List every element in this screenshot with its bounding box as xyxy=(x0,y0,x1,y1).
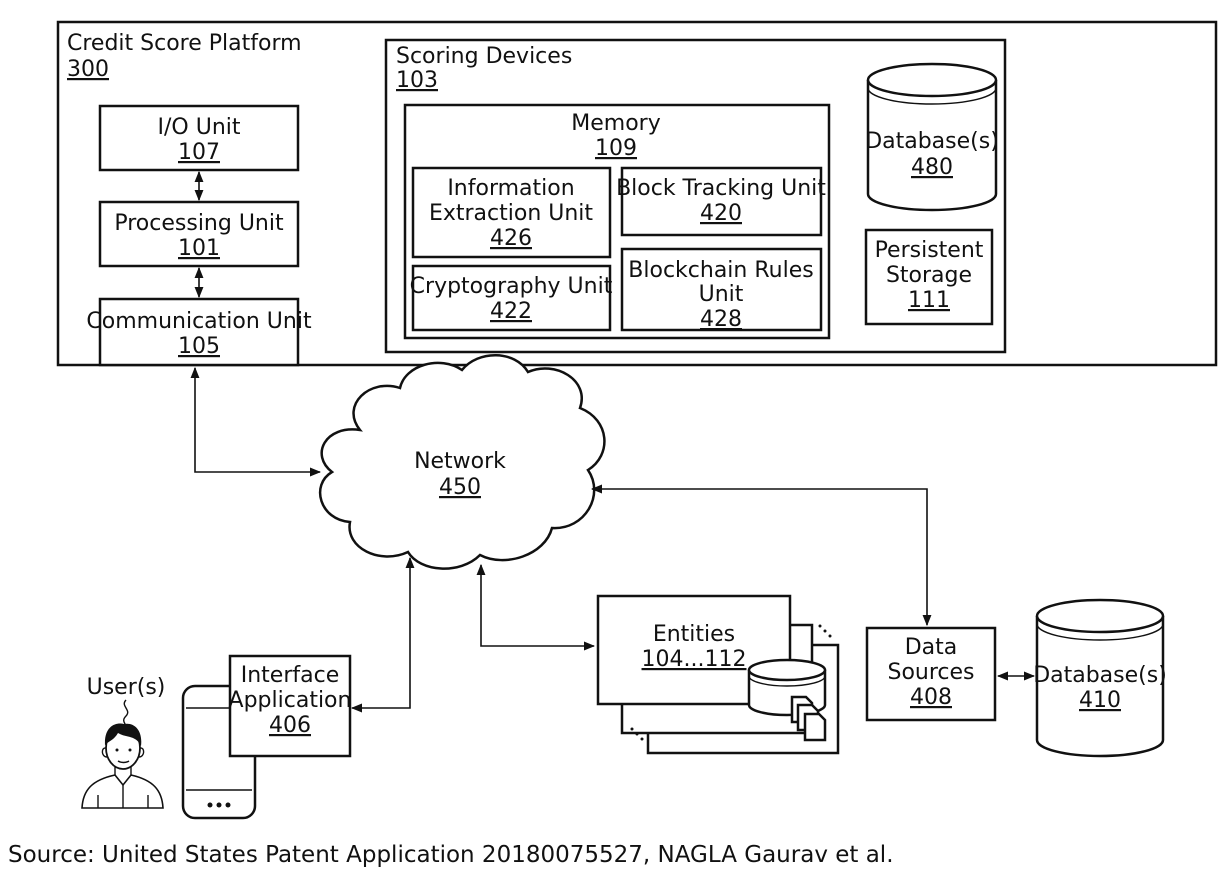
blockchain-rules-line1: Blockchain Rules xyxy=(628,258,813,283)
block-tracking-unit-box: Block Tracking Unit 420 xyxy=(616,166,826,237)
processing-unit-title: Processing Unit xyxy=(114,211,284,236)
data-sources-ref: 408 xyxy=(910,685,952,710)
user-person-icon xyxy=(81,699,164,809)
blockchain-rules-line2: Unit xyxy=(699,282,744,307)
data-sources-line2: Sources xyxy=(887,660,974,685)
io-unit-title: I/O Unit xyxy=(158,115,241,140)
scoring-devices-title: Scoring Devices xyxy=(396,44,572,69)
database-410-title: Database(s) xyxy=(1033,663,1167,688)
entities-stack: Entities 104...112 xyxy=(596,594,840,755)
users-label: User(s) xyxy=(87,675,166,700)
interface-application-line1: Interface xyxy=(241,663,340,688)
ellipsis-icon xyxy=(630,624,832,741)
information-extraction-line1: Information xyxy=(447,176,574,201)
blockchain-rules-ref: 428 xyxy=(700,307,742,332)
processing-unit-ref: 101 xyxy=(178,236,220,261)
communication-unit-title: Communication Unit xyxy=(86,309,312,334)
network-datasources-connector xyxy=(590,484,932,627)
data-sources-box: Data Sources 408 xyxy=(865,626,997,722)
interface-application-line2: Application xyxy=(229,688,352,713)
scoring-devices-ref: 103 xyxy=(396,68,438,93)
communication-unit-ref: 105 xyxy=(178,334,220,359)
entities-title: Entities xyxy=(653,622,735,647)
interface-application-ref: 406 xyxy=(269,713,311,738)
communication-unit-box: Communication Unit 105 xyxy=(86,297,312,367)
entities-ref: 104...112 xyxy=(642,647,747,672)
memory-title: Memory xyxy=(571,111,660,136)
information-extraction-unit-box: Information Extraction Unit 426 xyxy=(411,166,612,259)
information-extraction-ref: 426 xyxy=(490,226,532,251)
block-tracking-ref: 420 xyxy=(700,201,742,226)
network-ref: 450 xyxy=(439,475,481,500)
network-entities-connector xyxy=(476,563,596,651)
data-sources-line1: Data xyxy=(905,635,958,660)
persistent-storage-line1: Persistent xyxy=(875,238,984,263)
persistent-storage-box: Persistent Storage 111 xyxy=(864,228,994,326)
information-extraction-line2: Extraction Unit xyxy=(429,201,593,226)
database-480-ref: 480 xyxy=(911,155,953,180)
communication-network-connector xyxy=(190,366,322,477)
database-480-cylinder: Database(s) 480 xyxy=(865,62,999,212)
network-title: Network xyxy=(414,449,506,474)
persistent-storage-line2: Storage xyxy=(886,263,972,288)
network-cloud: Network 450 xyxy=(318,354,606,570)
source-caption: Source: United States Patent Application… xyxy=(8,842,894,868)
processing-unit-box: Processing Unit 101 xyxy=(98,200,300,268)
io-unit-ref: 107 xyxy=(178,140,220,165)
database-410-ref: 410 xyxy=(1079,688,1121,713)
database-410-cylinder: Database(s) 410 xyxy=(1033,598,1167,758)
network-interface-connector xyxy=(350,556,415,713)
cryptography-title: Cryptography Unit xyxy=(410,274,613,299)
platform-title: Credit Score Platform xyxy=(67,31,302,56)
block-tracking-title: Block Tracking Unit xyxy=(616,176,826,201)
cryptography-ref: 422 xyxy=(490,299,532,324)
io-unit-box: I/O Unit 107 xyxy=(98,104,300,172)
cryptography-unit-box: Cryptography Unit 422 xyxy=(410,264,613,332)
persistent-storage-ref: 111 xyxy=(908,288,950,313)
interface-application-box: Interface Application 406 xyxy=(229,654,352,758)
blockchain-rules-unit-box: Blockchain Rules Unit 428 xyxy=(620,247,823,332)
database-480-title: Database(s) xyxy=(865,129,999,154)
memory-ref: 109 xyxy=(595,136,637,161)
platform-ref: 300 xyxy=(67,57,109,82)
documents-icon xyxy=(790,695,827,742)
